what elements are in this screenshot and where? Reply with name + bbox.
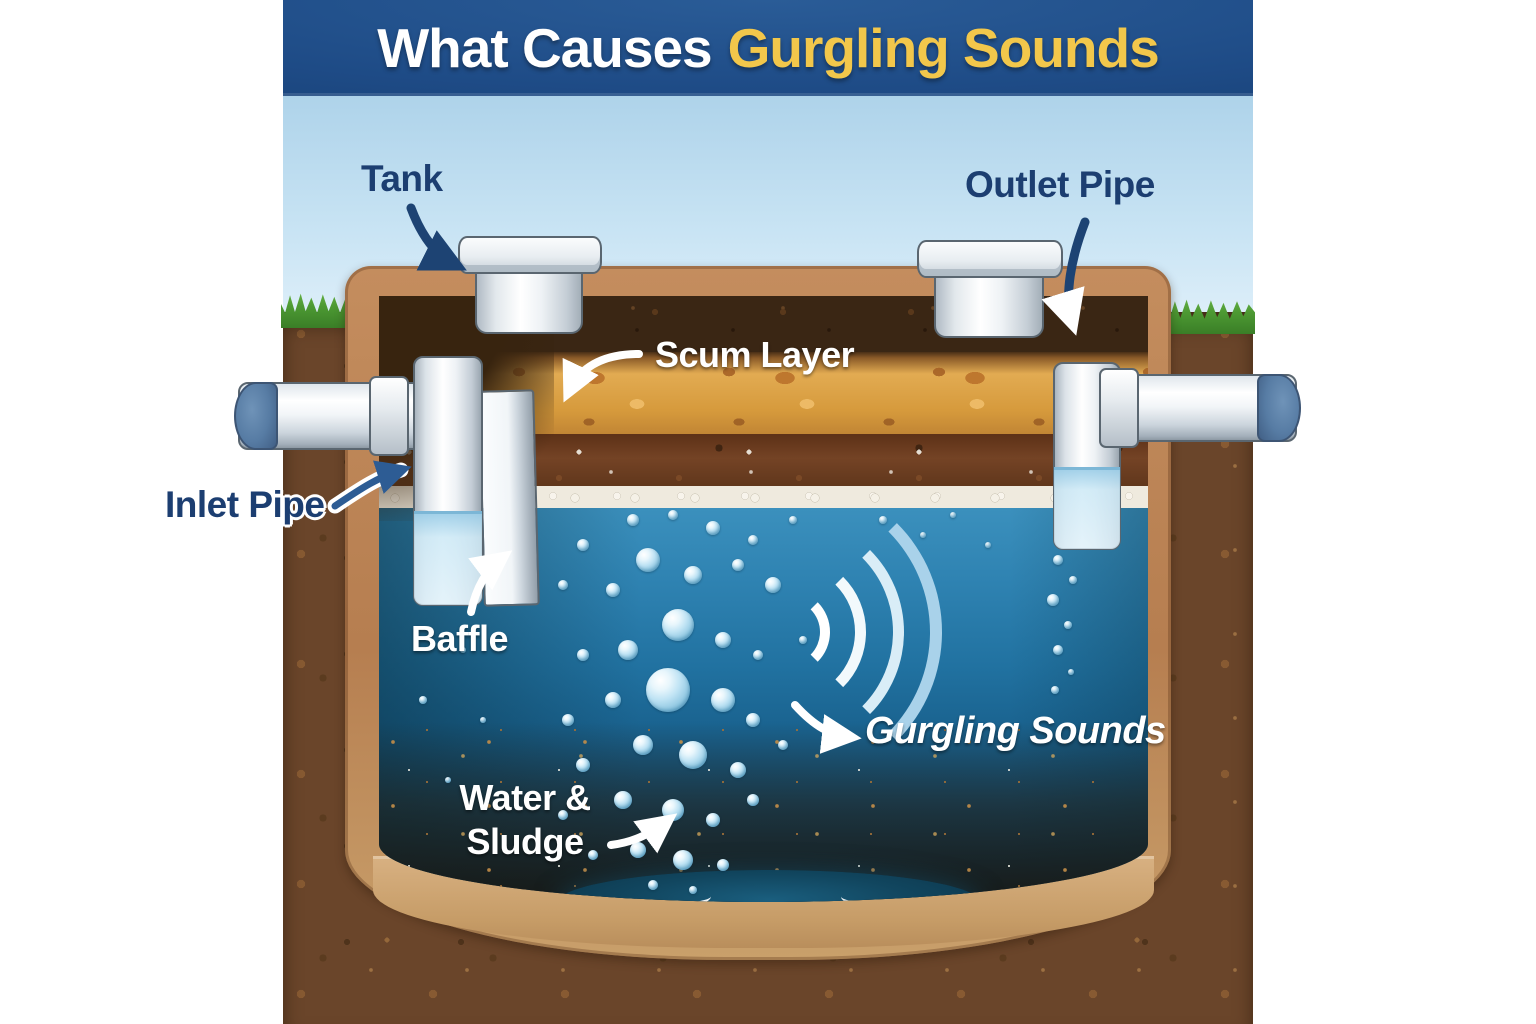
outlet-pipe-cap bbox=[1257, 374, 1301, 442]
inlet-pipe-cap bbox=[234, 382, 278, 450]
outlet-pipe-label: Outlet Pipe bbox=[965, 164, 1155, 205]
bubble bbox=[576, 758, 590, 772]
bubble bbox=[730, 762, 746, 778]
bubble bbox=[715, 632, 731, 648]
bubble bbox=[684, 566, 702, 584]
bubble bbox=[606, 583, 620, 597]
gurgling-sounds-label: Gurgling Sounds bbox=[865, 710, 1166, 752]
bubble bbox=[614, 791, 632, 809]
bubble bbox=[633, 735, 653, 755]
baffle-plate bbox=[478, 389, 540, 607]
outlet-coupling bbox=[1099, 368, 1139, 448]
bubble bbox=[746, 713, 760, 727]
baffle-label: Baffle bbox=[411, 618, 509, 659]
bubble bbox=[558, 580, 568, 590]
bubble bbox=[577, 649, 589, 661]
bubble bbox=[799, 636, 807, 644]
bubble bbox=[950, 512, 956, 518]
bubble bbox=[419, 696, 427, 704]
bubble bbox=[673, 850, 693, 870]
bubble bbox=[577, 539, 589, 551]
bubble bbox=[1051, 686, 1059, 694]
inlet-tee-pipe bbox=[413, 356, 483, 606]
bubble bbox=[747, 794, 759, 806]
bubble bbox=[879, 516, 887, 524]
bubble bbox=[648, 880, 658, 890]
bubble bbox=[480, 717, 486, 723]
bubble bbox=[1064, 621, 1072, 629]
bubble bbox=[627, 514, 639, 526]
right-riser-body bbox=[934, 270, 1044, 338]
title-prefix: What Causes bbox=[377, 17, 712, 79]
bubble bbox=[460, 647, 466, 653]
inlet-tee-submerged bbox=[414, 511, 482, 605]
bubble bbox=[706, 521, 720, 535]
water-sludge-line1: Water & bbox=[459, 777, 591, 818]
bubble bbox=[789, 516, 797, 524]
bubble bbox=[1068, 669, 1074, 675]
water-sludge-label: Water & Sludge bbox=[435, 776, 615, 864]
bubble bbox=[605, 692, 621, 708]
left-riser-cap bbox=[458, 236, 602, 274]
bubble bbox=[711, 688, 735, 712]
bubble bbox=[717, 859, 729, 871]
bubble bbox=[445, 777, 451, 783]
bubble bbox=[630, 842, 646, 858]
inlet-coupling bbox=[369, 376, 409, 456]
bubbles-layer bbox=[379, 296, 1148, 902]
left-riser-body bbox=[475, 266, 583, 334]
inlet-pipe-label: Inlet Pipe bbox=[165, 484, 325, 525]
bubble bbox=[679, 741, 707, 769]
bubble bbox=[920, 532, 926, 538]
bubble bbox=[1053, 555, 1063, 565]
scum-layer-label: Scum Layer bbox=[655, 334, 855, 375]
bubble bbox=[985, 542, 991, 548]
bubble bbox=[689, 886, 697, 894]
bubble bbox=[668, 510, 678, 520]
bubble bbox=[588, 850, 598, 860]
bubble bbox=[732, 559, 744, 571]
right-riser-cap bbox=[917, 240, 1063, 278]
bubble bbox=[646, 668, 690, 712]
bubble bbox=[662, 609, 694, 641]
bubble bbox=[765, 577, 781, 593]
bubble bbox=[748, 535, 758, 545]
bubble bbox=[1053, 645, 1063, 655]
water-sludge-line2: Sludge bbox=[466, 820, 584, 862]
bubble bbox=[778, 740, 788, 750]
bubble bbox=[562, 714, 574, 726]
bubble bbox=[618, 640, 638, 660]
bubble bbox=[636, 548, 660, 572]
bubble bbox=[1047, 594, 1059, 606]
bubble bbox=[1069, 576, 1077, 584]
title-highlight: Gurgling Sounds bbox=[727, 17, 1160, 79]
bubble bbox=[706, 813, 720, 827]
bubble bbox=[662, 799, 684, 821]
tank-label: Tank bbox=[361, 158, 443, 199]
outlet-tee-submerged bbox=[1054, 467, 1120, 549]
bubble bbox=[753, 650, 763, 660]
bubble bbox=[558, 810, 568, 820]
